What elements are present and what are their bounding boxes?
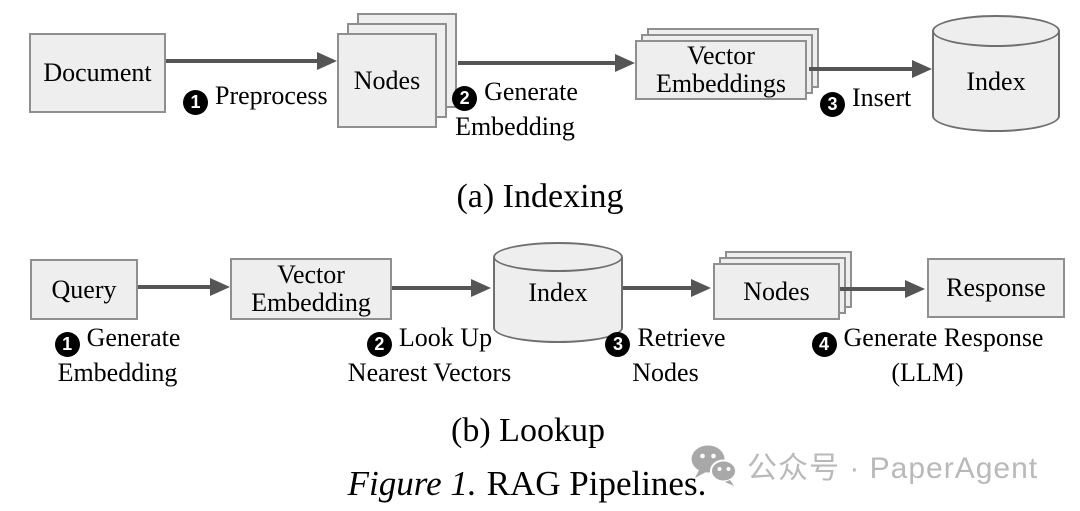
arrow-head bbox=[905, 280, 925, 298]
figure-caption-label: Figure 1. bbox=[347, 464, 477, 503]
panel-a-caption: (a) Indexing bbox=[456, 178, 624, 215]
step-text: Generate Response (LLM) bbox=[843, 323, 1044, 387]
figure-caption: Figure 1.RAG Pipelines. bbox=[0, 464, 1054, 504]
query-label: Query bbox=[51, 274, 117, 304]
arrow-shaft bbox=[623, 286, 691, 290]
response-label: Response bbox=[946, 273, 1046, 302]
step-text: Preprocess bbox=[215, 81, 328, 110]
query-box: Query bbox=[30, 259, 138, 320]
step-badge-2: 2 bbox=[452, 86, 478, 111]
step-badge-1: 1 bbox=[54, 332, 80, 357]
index-label: Index bbox=[528, 278, 588, 307]
step-badge-4: 4 bbox=[811, 332, 837, 357]
index-cylinder-a: Index bbox=[932, 15, 1060, 132]
watermark: 公众号 · PaperAgent bbox=[690, 443, 1038, 487]
cylinder-body bbox=[932, 31, 1060, 116]
nodes-label: Nodes bbox=[743, 276, 810, 306]
vector-embedding-box: Vector Embedding bbox=[230, 258, 392, 320]
wechat-icon bbox=[691, 445, 737, 486]
arrow-shaft bbox=[840, 287, 905, 291]
arrow-shaft bbox=[166, 59, 318, 63]
index-cylinder-b: Index bbox=[493, 242, 623, 343]
step-insert: 3 Insert bbox=[820, 82, 911, 117]
arrow-shaft bbox=[138, 285, 210, 289]
step-badge-1: 1 bbox=[183, 90, 208, 115]
arrow-shaft bbox=[458, 61, 615, 65]
document-box: Document bbox=[29, 33, 166, 113]
arrow-head bbox=[317, 52, 337, 70]
cylinder-top bbox=[932, 15, 1060, 47]
document-label: Document bbox=[43, 58, 152, 87]
panel-b-caption: (b) Lookup bbox=[451, 412, 605, 449]
arrow-head bbox=[691, 279, 711, 297]
watermark-text: 公众号 · PaperAgent bbox=[747, 452, 1039, 485]
cylinder-top bbox=[493, 242, 623, 272]
step-badge-3: 3 bbox=[820, 92, 845, 117]
stack-sheet-front: Nodes bbox=[713, 263, 840, 320]
step-text: Look Up Nearest Vectors bbox=[347, 323, 512, 387]
arrow-head bbox=[912, 60, 932, 78]
step-preprocess: 1 Preprocess bbox=[183, 80, 328, 115]
arrow-head bbox=[210, 278, 230, 296]
arrow-shaft bbox=[809, 67, 912, 71]
index-label: Index bbox=[966, 67, 1026, 96]
vector-embedding-label: Vector Embedding bbox=[251, 260, 371, 317]
nodes-label: Nodes bbox=[353, 65, 421, 95]
stack-sheet-front: Vector Embeddings bbox=[635, 40, 807, 100]
vector-embeddings-label: Vector Embeddings bbox=[656, 41, 786, 98]
step-text: Insert bbox=[852, 83, 912, 112]
step-text: Retrieve Nodes bbox=[632, 323, 726, 387]
stack-sheet-front: Nodes bbox=[337, 33, 437, 128]
step-badge-3: 3 bbox=[605, 332, 631, 357]
arrow-head bbox=[471, 279, 491, 297]
arrow-shaft bbox=[392, 286, 471, 290]
step-text: Generate Embedding bbox=[455, 77, 578, 141]
step-badge-2: 2 bbox=[366, 332, 392, 357]
figure-caption-title: RAG Pipelines. bbox=[486, 464, 707, 503]
arrow-head bbox=[615, 54, 635, 72]
step-text: Generate Embedding bbox=[57, 323, 181, 387]
response-box: Response bbox=[927, 258, 1065, 318]
